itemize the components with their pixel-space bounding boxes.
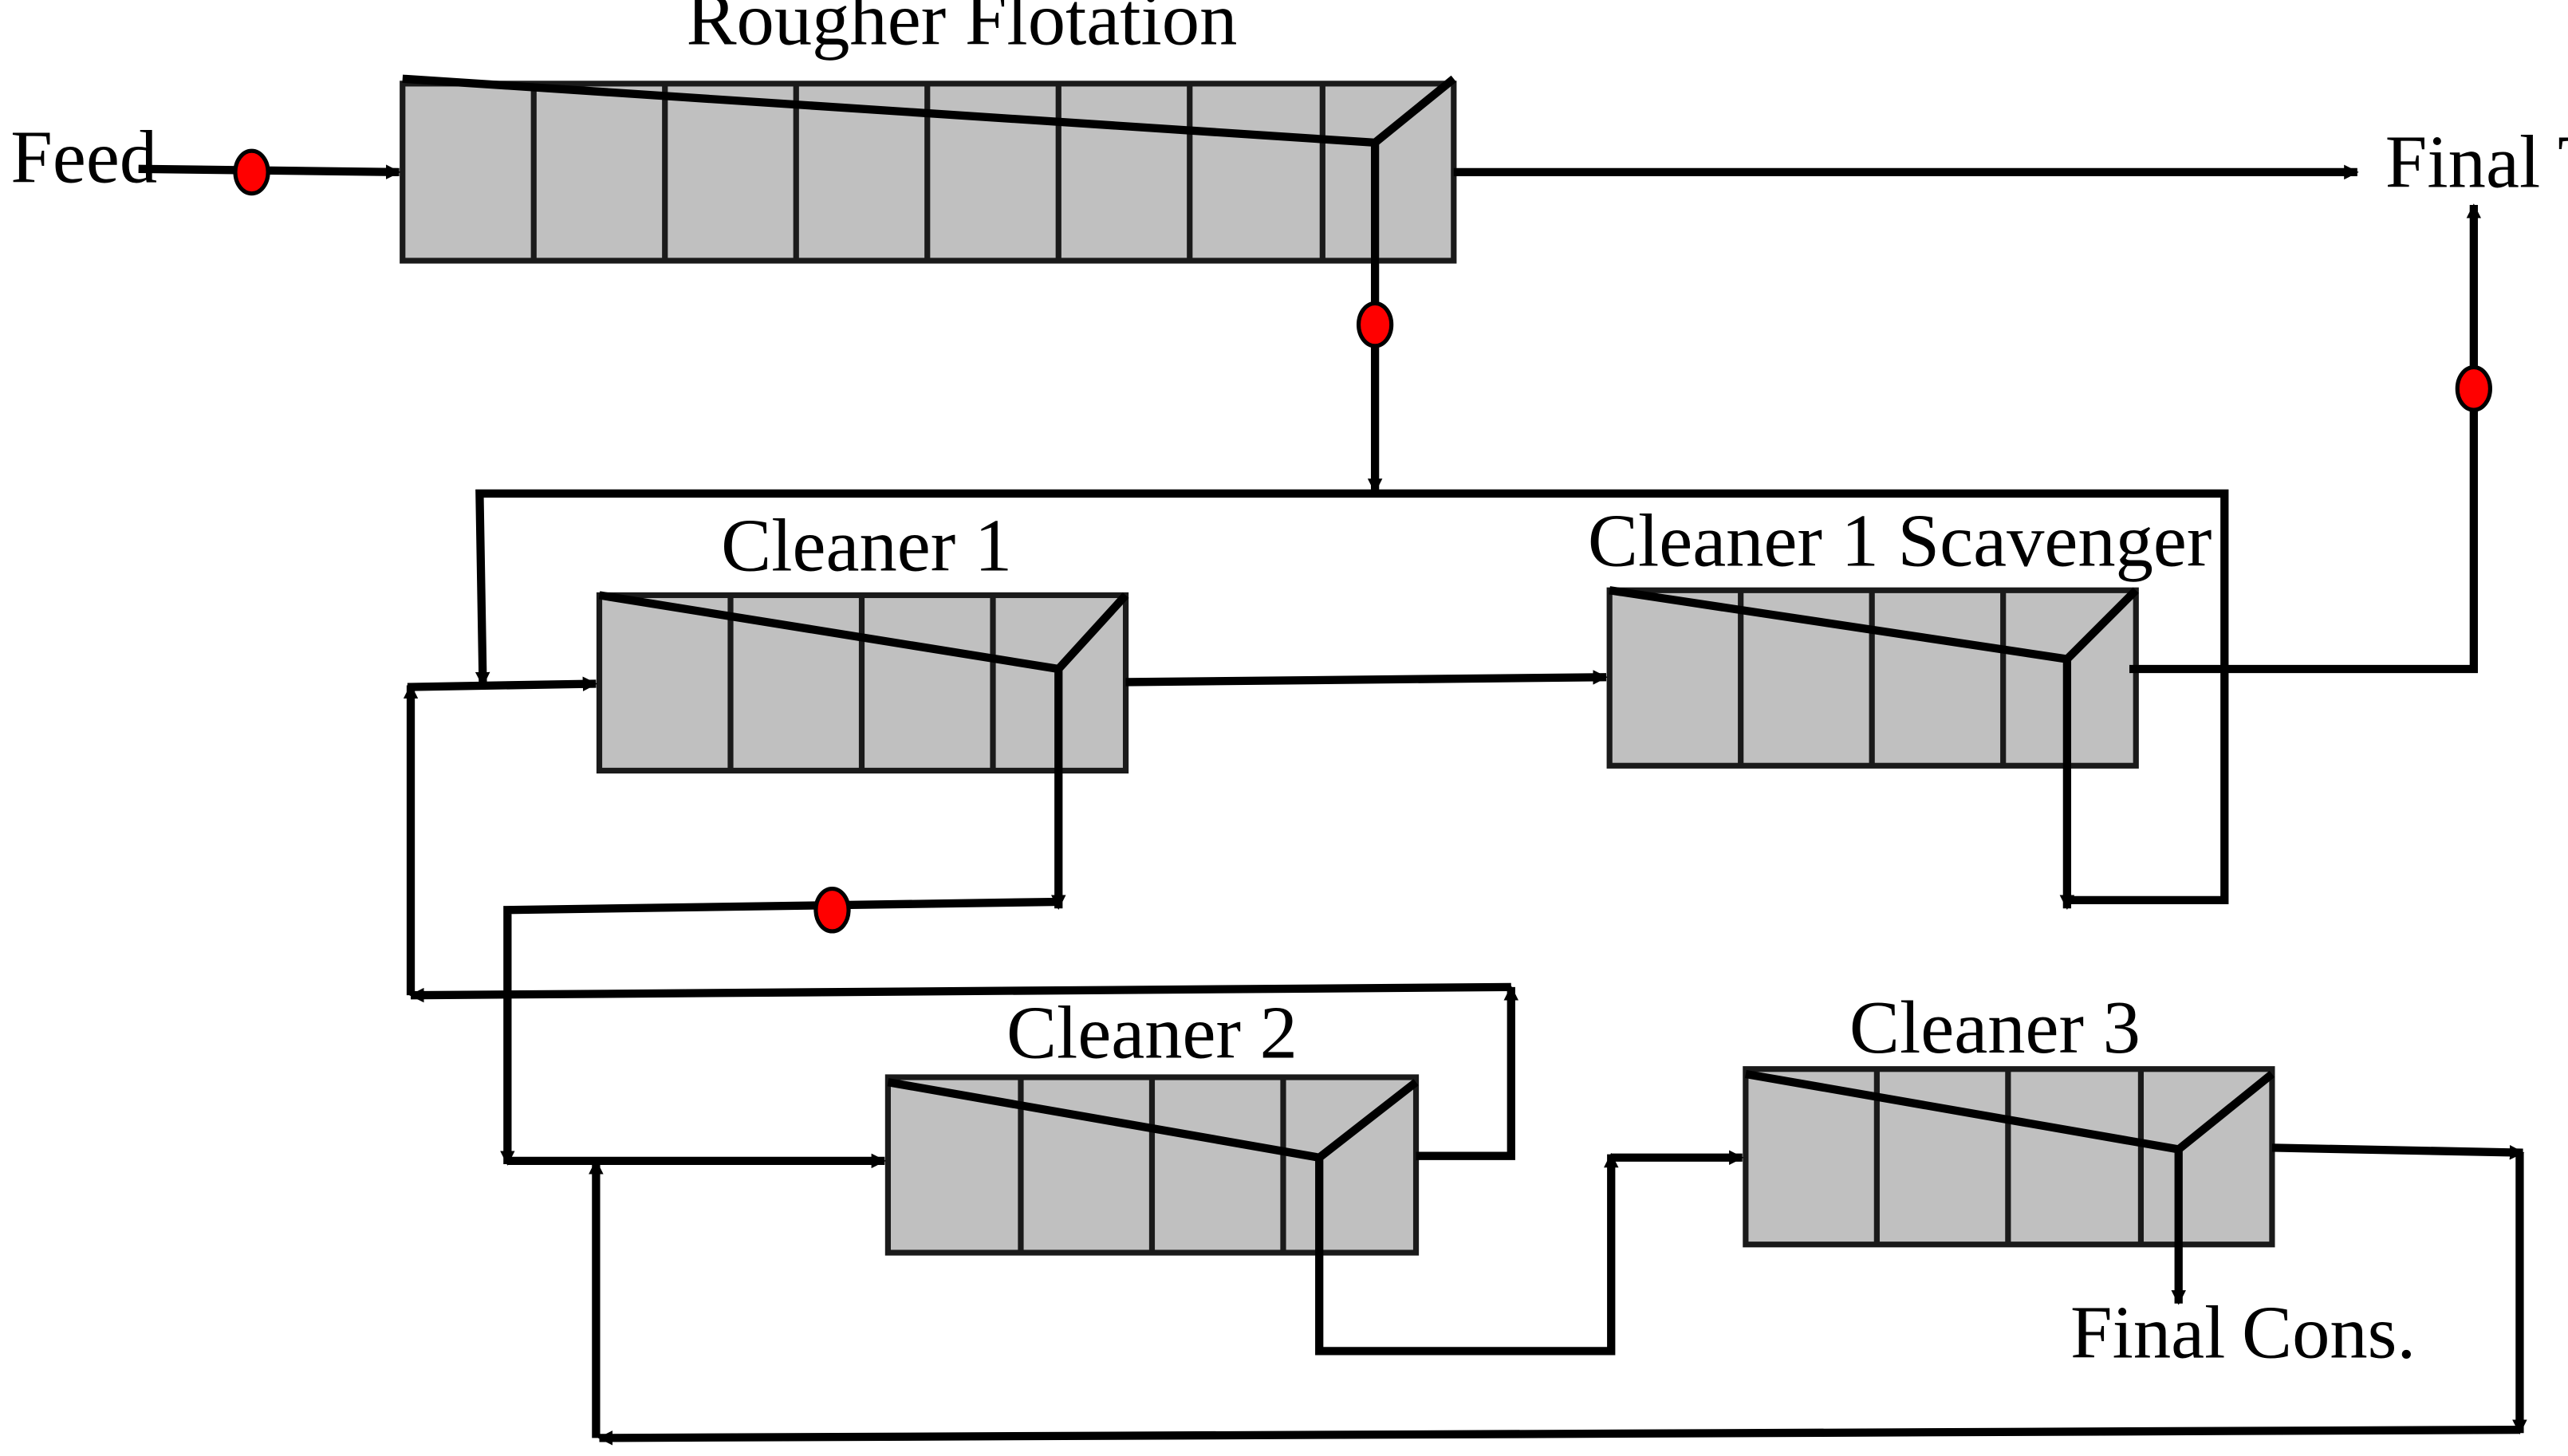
cleaner-1-scavenger-title: Cleaner 1 Scavenger	[1588, 499, 2212, 582]
cleaner-2-tails-return	[409, 982, 1511, 1003]
final-cons-suffix: Cons.	[2242, 1292, 2416, 1375]
cleaner-2-bank: Cleaner 2	[884, 991, 1420, 1256]
cleaner-1-scavenger-bank: Cleaner 1 Scavenger	[1588, 499, 2212, 769]
feed-label: Feed	[10, 116, 157, 199]
sample-point-marker	[1356, 301, 1394, 348]
cleaner-3-tails-arrow	[2271, 1143, 2525, 1160]
final-cons-label: Final Cons.	[2070, 1292, 2416, 1375]
final-cons-prefix: Final	[2070, 1292, 2225, 1375]
scavenger-tails-arrow	[2129, 203, 2482, 674]
sample-point-marker	[813, 886, 851, 934]
rougher-title: Rougher Flotation	[686, 0, 1237, 61]
scavenger-recycle-loop	[475, 489, 2229, 905]
sample-point-marker	[2455, 365, 2492, 412]
cleaner-1-tails-arrow	[1125, 670, 1608, 687]
cleaner-1-feed-arrow	[407, 676, 598, 692]
cleaner-1-bank: Cleaner 1	[596, 505, 1129, 774]
cleaner-2-concentrate-line	[1315, 1152, 1619, 1356]
cleaner-2-title: Cleaner 2	[1006, 991, 1298, 1074]
sample-point-marker	[233, 148, 270, 196]
rougher-flotation-bank: Rougher Flotation	[400, 0, 1457, 264]
cleaner-3-title: Cleaner 3	[1849, 986, 2141, 1069]
final-tails-label: Final Tails	[2385, 120, 2568, 203]
cleaner-3-bank: Cleaner 3	[1743, 986, 2275, 1248]
cleaner-3-tails-return-arrow	[597, 1425, 2520, 1446]
cleaner-2-tails-riser	[1416, 986, 1519, 1160]
cleaner-1-title: Cleaner 1	[721, 505, 1012, 588]
cleaner-1-to-cleaner-2-line	[500, 897, 1059, 1166]
